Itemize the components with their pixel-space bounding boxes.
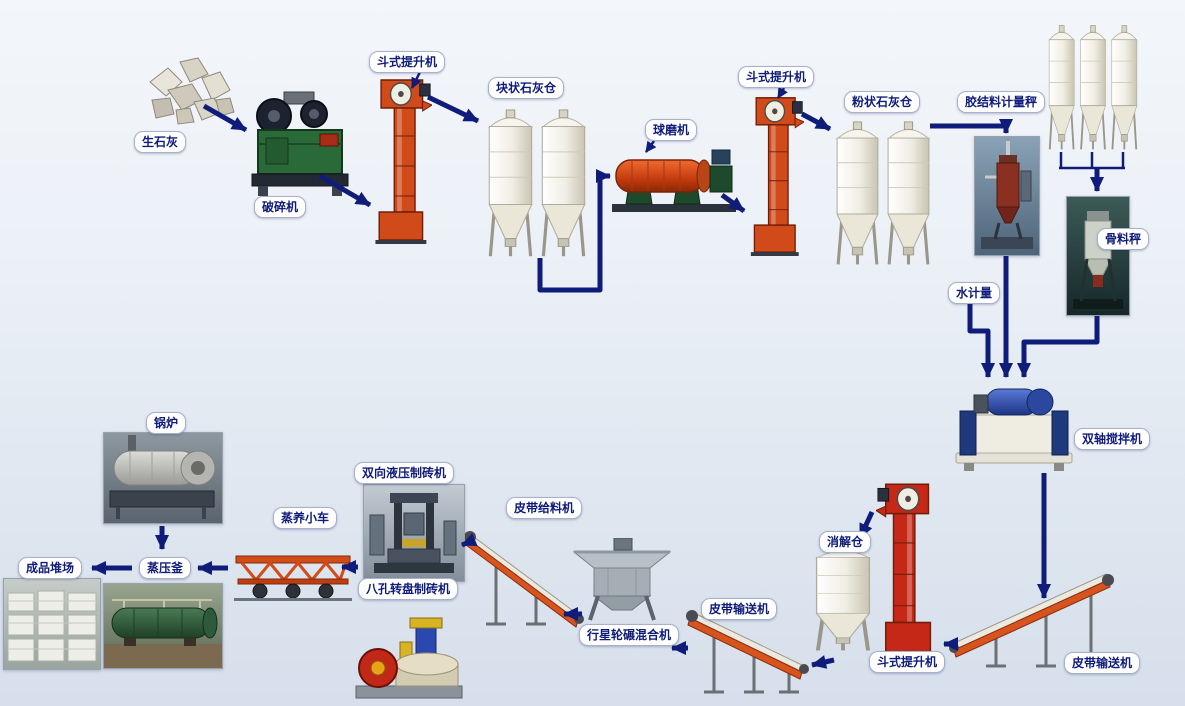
autoclave-icon xyxy=(104,584,222,668)
label-steam-cart: 蒸养小车 xyxy=(273,507,338,529)
planetary-mixer-icon xyxy=(572,537,672,621)
rotary-press-graphic xyxy=(352,606,466,706)
belt-conveyor-mid-graphic xyxy=(684,600,816,700)
brick-stacks-icon xyxy=(4,579,100,669)
label-bucket-elevator-2: 斗式提升机 xyxy=(738,66,815,88)
label-slaking-silo: 消解仓 xyxy=(819,531,872,553)
bucket-elevator-icon xyxy=(750,97,805,257)
sand-silos-graphic xyxy=(1046,24,1140,160)
bucket-elevator-icon xyxy=(374,79,433,245)
label-powder-lime-silo: 粉状石灰仓 xyxy=(844,91,921,113)
lump-lime-silos-graphic xyxy=(484,108,590,268)
label-boiler: 锅炉 xyxy=(146,412,187,434)
label-hydraulic-press: 双向液压制砖机 xyxy=(354,462,455,484)
label-lump-lime-silo: 块状石灰仓 xyxy=(488,77,565,99)
slaking-silo-graphic xyxy=(810,543,876,660)
boiler-icon xyxy=(104,433,222,523)
label-crusher: 破碎机 xyxy=(254,196,307,218)
steam-cart-graphic xyxy=(234,548,352,610)
hydraulic-press-photo xyxy=(363,484,465,582)
steam-cart-icon xyxy=(234,555,352,601)
label-belt-conveyor-right: 皮带输送机 xyxy=(1064,652,1141,674)
boiler-photo xyxy=(103,432,223,524)
crusher-graphic xyxy=(250,90,350,202)
label-planetary-mixer: 行星轮碾混合机 xyxy=(579,624,680,646)
silo-icon xyxy=(1047,24,1139,151)
label-bucket-elevator-3: 斗式提升机 xyxy=(869,651,946,673)
label-product-yard: 成品堆场 xyxy=(18,557,83,579)
aggregate-scale-icon xyxy=(1067,197,1129,315)
label-ball-mill: 球磨机 xyxy=(645,119,698,141)
rotary-press-icon xyxy=(355,617,463,699)
silo-icon xyxy=(835,120,931,266)
label-quicklime: 生石灰 xyxy=(134,131,187,153)
label-autoclave: 蒸压釜 xyxy=(139,557,192,579)
autoclave-photo xyxy=(103,583,223,669)
hydraulic-press-icon xyxy=(364,485,464,581)
label-binder-scale: 胶结料计量秤 xyxy=(957,91,1046,113)
conveyor-icon xyxy=(686,610,809,694)
aggregate-scale-photo xyxy=(1066,196,1130,316)
crusher-icon xyxy=(251,91,349,196)
binder-scale-photo xyxy=(974,136,1040,256)
binder-scale-icon xyxy=(975,137,1039,255)
bucket-elevator-3-graphic xyxy=(875,478,944,660)
mixer-icon xyxy=(955,388,1073,471)
bucket-elevator-icon xyxy=(875,483,936,657)
label-rotary-press: 八孔转盘制砖机 xyxy=(358,578,459,600)
label-aggregate-scale: 骨料秤 xyxy=(1097,228,1150,250)
rocks-icon xyxy=(149,57,235,125)
label-twin-shaft-mixer: 双轴搅拌机 xyxy=(1074,428,1151,450)
ball-mill-icon xyxy=(612,149,736,212)
ball-mill-graphic xyxy=(612,140,736,218)
quicklime-rocks-graphic xyxy=(138,52,238,134)
silo-icon xyxy=(814,543,872,653)
label-bucket-elevator-1: 斗式提升机 xyxy=(369,51,446,73)
bucket-elevator-1-graphic xyxy=(366,74,433,248)
label-water-meter: 水计量 xyxy=(948,282,1001,304)
powder-lime-silos-graphic xyxy=(832,120,934,276)
bucket-elevator-2-graphic xyxy=(742,92,805,260)
silo-icon xyxy=(487,108,587,258)
product-yard-photo xyxy=(3,578,101,670)
label-belt-feeder: 皮带给料机 xyxy=(506,497,583,519)
planetary-mixer-graphic xyxy=(572,537,672,626)
label-belt-conveyor-mid: 皮带输送机 xyxy=(701,598,778,620)
conveyor-icon xyxy=(464,531,584,628)
belt-feeder-graphic xyxy=(456,524,592,632)
twin-shaft-mixer-graphic xyxy=(954,383,1074,475)
